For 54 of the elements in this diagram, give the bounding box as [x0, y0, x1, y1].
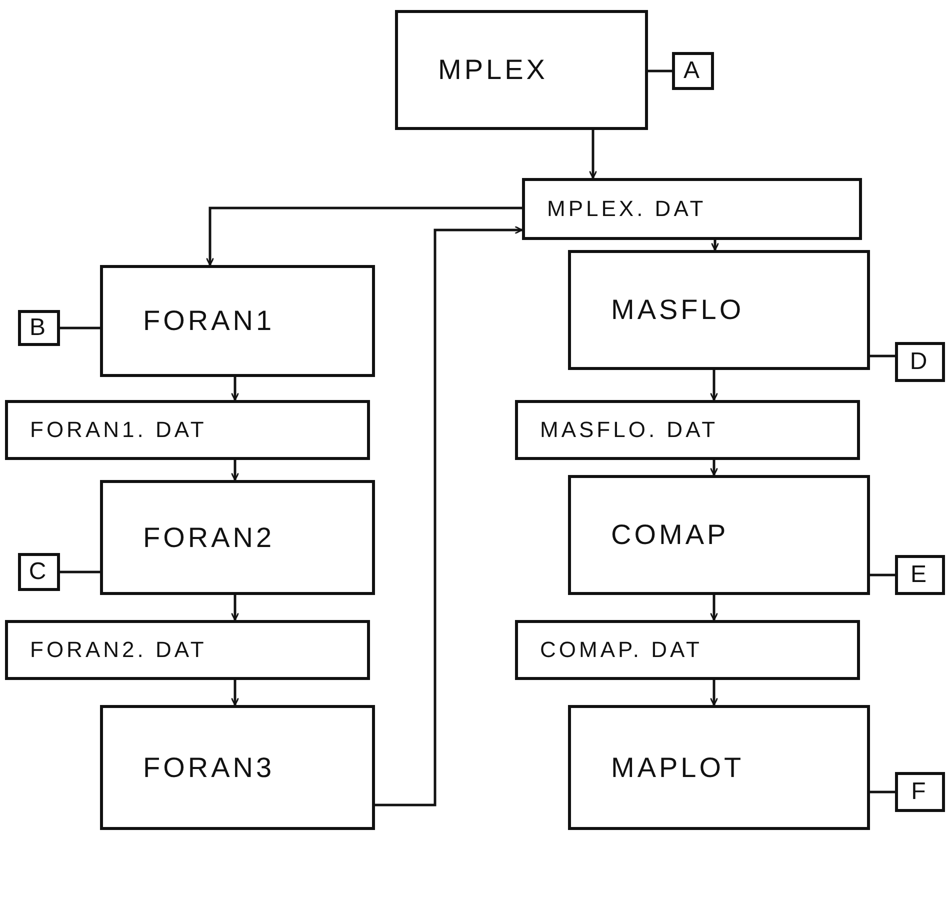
box-label: C	[28, 558, 50, 586]
box-label: FORAN2. DAT	[30, 637, 207, 663]
program-box	[100, 705, 375, 830]
box-label: FORAN2	[143, 522, 275, 554]
box-label: FORAN3	[143, 752, 275, 784]
tag-box	[18, 310, 60, 346]
data-file-box	[5, 400, 370, 460]
box-label: E	[910, 561, 930, 589]
box-label: MPLEX	[438, 54, 548, 86]
connector-line	[648, 70, 672, 72]
data-file-box	[515, 620, 860, 680]
connector-line	[60, 570, 100, 574]
box-label: MPLEX. DAT	[547, 196, 706, 222]
tag-box	[895, 342, 945, 382]
box-label: COMAP. DAT	[540, 637, 702, 663]
program-box	[100, 265, 375, 377]
connector-line	[60, 326, 100, 330]
connector-line	[870, 790, 895, 794]
arrow	[375, 226, 523, 806]
program-box	[568, 250, 870, 370]
box-label: FORAN1. DAT	[30, 417, 207, 443]
tag-box	[672, 52, 714, 90]
arrow	[710, 370, 718, 401]
tag-box	[895, 555, 945, 595]
connector-line	[870, 354, 895, 358]
program-box	[568, 705, 870, 830]
tag-box	[895, 772, 945, 812]
tag-box	[18, 553, 60, 591]
data-file-box	[5, 620, 370, 680]
box-label: A	[683, 57, 702, 85]
box-label: D	[910, 348, 930, 376]
box-label: MASFLO. DAT	[540, 417, 718, 443]
box-label: FORAN1	[143, 305, 275, 337]
arrow	[230, 595, 240, 621]
arrow	[710, 240, 720, 251]
arrow	[710, 460, 718, 476]
box-label: F	[911, 778, 929, 806]
program-box	[568, 475, 870, 595]
box-label: COMAP	[611, 519, 729, 551]
program-box	[395, 10, 648, 130]
arrow	[710, 680, 718, 706]
arrow	[230, 680, 240, 706]
arrow	[230, 377, 240, 401]
data-file-box	[515, 400, 860, 460]
connector-line	[870, 574, 895, 576]
box-label: MASFLO	[611, 294, 744, 326]
box-label: B	[29, 314, 48, 342]
program-box	[100, 480, 375, 595]
arrow	[710, 595, 718, 621]
box-label: MAPLOT	[611, 752, 744, 784]
arrow	[230, 460, 240, 481]
data-file-box	[522, 178, 862, 240]
arrow	[588, 130, 598, 179]
arrow	[206, 206, 522, 266]
